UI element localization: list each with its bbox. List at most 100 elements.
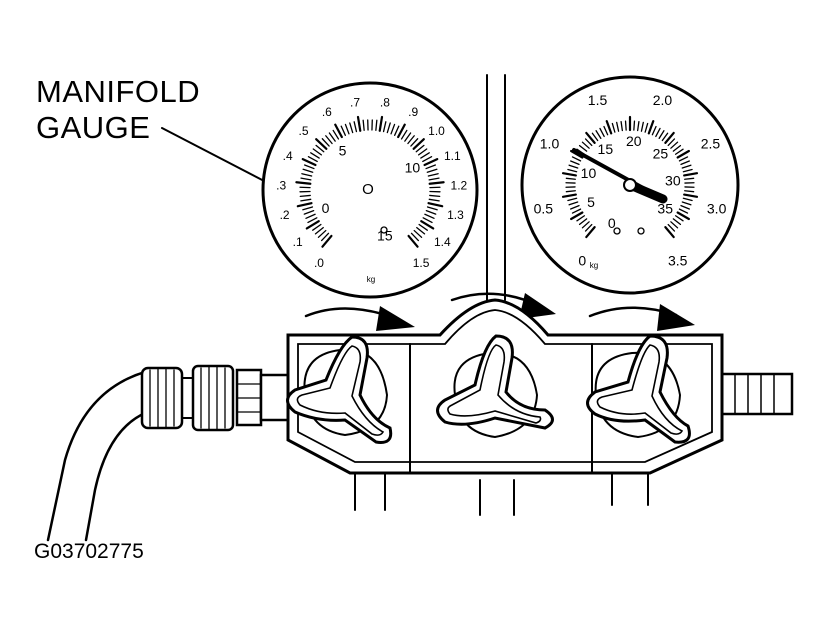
right-gauge-outer-scale-label: 0 [578, 252, 586, 268]
minor-tick [565, 177, 576, 180]
minor-tick [620, 120, 623, 132]
minor-tick [410, 138, 419, 147]
minor-tick [670, 221, 679, 229]
minor-tick [581, 141, 590, 149]
left-gauge-unit: kg [367, 275, 375, 284]
minor-tick [655, 127, 661, 138]
major-tick [301, 158, 317, 167]
minor-tick [312, 148, 323, 156]
hose-fitting [140, 364, 291, 432]
minor-tick [674, 215, 684, 222]
minor-tick [672, 218, 682, 226]
right-gauge-inner-scale-label: 0 [608, 215, 616, 231]
rotation-arrow-center [450, 292, 556, 319]
major-tick [676, 211, 690, 221]
minor-tick [624, 120, 627, 131]
minor-tick [570, 160, 580, 166]
right-gauge-stop-pin [613, 227, 621, 235]
minor-tick [410, 232, 420, 242]
minor-tick [429, 194, 441, 197]
left-gauge-outer-scale-label: .0 [314, 256, 324, 270]
minor-tick [307, 156, 318, 163]
minor-tick [400, 129, 408, 140]
minor-tick [422, 156, 433, 163]
major-tick [428, 181, 445, 185]
minor-tick [581, 221, 590, 229]
minor-tick [570, 204, 580, 210]
major-tick [585, 131, 596, 144]
left-gauge-inner-scale-label: 5 [339, 143, 347, 159]
left-gauge-outer-scale-label: 1.0 [428, 124, 445, 138]
center-valve-knob[interactable] [436, 334, 554, 439]
left-gauge-outer-scale-label: .1 [293, 235, 303, 249]
minor-tick [300, 177, 312, 181]
left-gauge-outer-scale-label: 1.5 [413, 256, 430, 270]
minor-tick [349, 122, 354, 134]
minor-tick [303, 210, 315, 215]
minor-tick [425, 210, 437, 215]
left-gauge-outer-scale-label: .6 [322, 105, 332, 119]
major-tick [315, 138, 328, 150]
right-gauge-inner-scale-label: 15 [598, 141, 614, 157]
major-tick [427, 202, 444, 208]
high-side-valve-knob[interactable] [586, 334, 691, 444]
left-gauge-outer-scale-label: .5 [299, 124, 309, 138]
minor-tick [681, 164, 692, 169]
minor-tick [312, 223, 322, 231]
low-side-valve-knob[interactable] [286, 335, 393, 444]
right-gauge-inner-scale-label: 30 [665, 172, 681, 188]
left-gauge-inner-scale-label: 0 [322, 200, 330, 216]
callout-leader-line [161, 127, 269, 184]
minor-tick [603, 125, 609, 136]
left-gauge-inner-scale-label: 10 [405, 159, 421, 175]
minor-tick [599, 127, 605, 138]
right-gauge-outer-scale-label: 1.0 [540, 136, 560, 152]
right-gauge-stop-pin [637, 227, 645, 235]
minor-tick [305, 213, 316, 219]
major-tick [420, 220, 435, 230]
minor-tick [428, 198, 440, 202]
minor-tick [651, 125, 657, 136]
left-gauge-outer-scale-label: .9 [408, 105, 418, 119]
left-gauge-outer-scale-label: .8 [380, 95, 390, 109]
left-gauge-outer-scale-label: 1.3 [447, 208, 464, 222]
minor-tick [674, 148, 684, 155]
left-gauge-stop-pin [380, 226, 388, 234]
major-tick [356, 115, 362, 132]
minor-tick [584, 138, 593, 147]
minor-tick [681, 201, 692, 206]
minor-tick [317, 229, 327, 238]
minor-tick [301, 173, 313, 177]
right-gauge-inner-scale-label: 10 [581, 165, 597, 181]
minor-tick [571, 208, 582, 214]
minor-tick [591, 132, 599, 142]
minor-tick [413, 229, 423, 238]
minor-tick [418, 223, 428, 231]
minor-tick [611, 122, 616, 133]
minor-tick [616, 121, 620, 132]
minor-tick [426, 206, 438, 211]
minor-tick [362, 119, 365, 131]
minor-tick [307, 217, 318, 224]
minor-tick [328, 132, 336, 142]
minor-tick [300, 198, 312, 202]
left-hose [46, 370, 147, 542]
minor-tick [425, 164, 437, 170]
minor-tick [680, 160, 690, 166]
minor-tick [315, 144, 325, 153]
left-gauge: .0.1.2.3.4.5.6.7.8.91.01.11.21.31.41.5 0… [261, 81, 479, 299]
major-tick [664, 131, 675, 144]
minor-tick [303, 164, 315, 170]
minor-tick [353, 121, 358, 133]
minor-tick [567, 168, 578, 173]
major-tick [561, 172, 577, 177]
right-gauge-outer-scale-label: 2.5 [701, 136, 721, 152]
minor-tick [344, 123, 350, 135]
minor-tick [578, 144, 588, 152]
center-hose-line [486, 74, 506, 301]
minor-tick [567, 197, 578, 202]
minor-tick [678, 208, 689, 214]
left-gauge-rim [261, 81, 479, 299]
